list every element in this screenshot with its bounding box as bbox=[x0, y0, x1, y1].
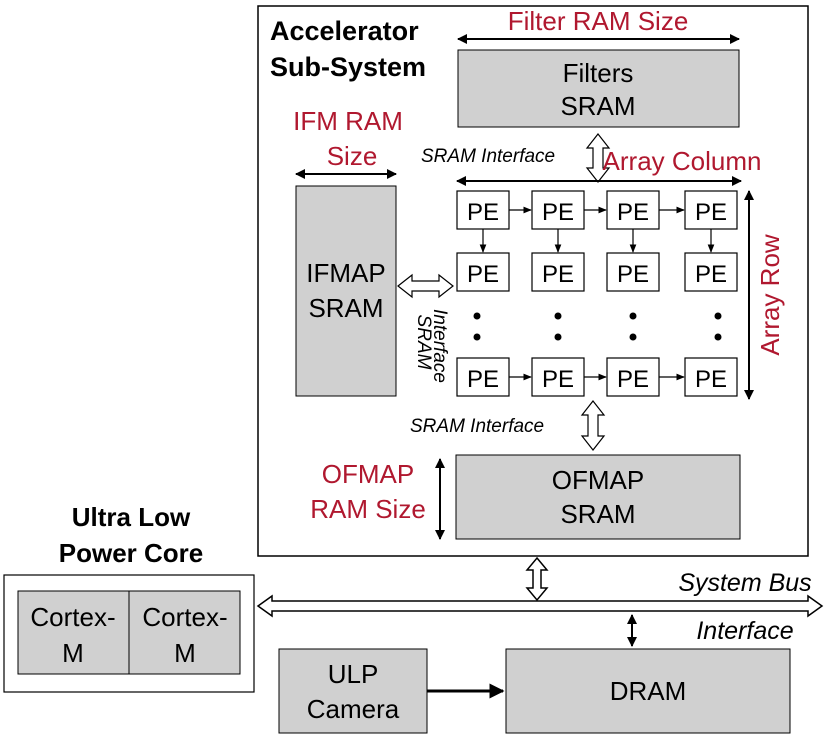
accelerator-title-line1: Accelerator bbox=[270, 16, 419, 46]
pe-label: PE bbox=[467, 366, 499, 393]
pe-label: PE bbox=[542, 199, 574, 226]
ifm-ram-size-line1: IFM RAM bbox=[293, 106, 403, 136]
sram-interface-bottom-arrow bbox=[580, 400, 606, 451]
pe-ellipsis bbox=[473, 312, 722, 341]
pe-label: PE bbox=[617, 199, 649, 226]
pe-label: PE bbox=[695, 366, 727, 393]
pe-cell bbox=[456, 252, 510, 292]
pe-cell bbox=[684, 357, 738, 397]
accelerator-title-line2: Sub-System bbox=[270, 52, 426, 82]
cortex-m-2-line2: M bbox=[174, 638, 196, 668]
pe-cell bbox=[684, 190, 738, 230]
accelerator-bus-arrow bbox=[525, 556, 549, 602]
ulp-camera-line1: ULP bbox=[328, 659, 379, 689]
sram-interface-side-arrow bbox=[397, 273, 454, 299]
pe-label: PE bbox=[467, 261, 499, 288]
pe-label: PE bbox=[467, 199, 499, 226]
sram-interface-side-line1: SRAM bbox=[413, 315, 434, 370]
array-row-label: Array Row bbox=[755, 234, 785, 356]
system-bus-label-line2: Interface bbox=[696, 617, 793, 645]
pe-label: PE bbox=[542, 261, 574, 288]
cortex-m-block-2 bbox=[128, 590, 241, 675]
pe-cell bbox=[531, 252, 585, 292]
sram-interface-top-label: SRAM Interface bbox=[421, 146, 555, 167]
ofmap-sram-line1: OFMAP bbox=[552, 465, 644, 495]
pe-cell bbox=[456, 357, 510, 397]
pe-cell bbox=[606, 357, 660, 397]
ifm-ram-size-line2: Size bbox=[327, 141, 378, 171]
dram-label: DRAM bbox=[610, 676, 687, 706]
pe-row-1: PE PE PE PE bbox=[456, 190, 738, 230]
pe-label: PE bbox=[695, 261, 727, 288]
ofmap-ram-size-line2: RAM Size bbox=[310, 494, 426, 524]
pe-row-last: PE PE PE PE bbox=[456, 357, 738, 397]
pe-cell bbox=[531, 357, 585, 397]
filter-ram-size-label: Filter RAM Size bbox=[508, 6, 689, 36]
pe-label: PE bbox=[617, 261, 649, 288]
ulp-core-title-line1: Ultra Low bbox=[72, 502, 191, 532]
system-bus-arrow bbox=[256, 594, 824, 618]
ulp-camera-block bbox=[278, 648, 428, 734]
accelerator-subsystem-box bbox=[257, 5, 809, 557]
ofmap-sram-line2: SRAM bbox=[560, 499, 635, 529]
pe-cell bbox=[684, 252, 738, 292]
pe-cell bbox=[606, 252, 660, 292]
pe-row-2: PE PE PE PE bbox=[456, 252, 738, 292]
cortex-m-block-1 bbox=[17, 590, 130, 675]
ifmap-sram-line2: SRAM bbox=[308, 293, 383, 323]
filters-sram-line2: SRAM bbox=[560, 91, 635, 121]
ifmap-sram-line1: IFMAP bbox=[306, 258, 385, 288]
ofmap-sram-block bbox=[455, 454, 741, 540]
array-column-label: Array Column bbox=[603, 146, 762, 176]
cortex-m-2-line1: Cortex- bbox=[142, 602, 227, 632]
ulp-camera-line2: Camera bbox=[307, 694, 400, 724]
sram-interface-bottom-label: SRAM Interface bbox=[410, 416, 544, 437]
ulp-core-title-line2: Power Core bbox=[59, 538, 204, 568]
dram-block bbox=[505, 648, 791, 734]
ulp-core-box bbox=[3, 574, 255, 693]
filters-sram-line1: Filters bbox=[563, 58, 634, 88]
cortex-m-1-line1: Cortex- bbox=[30, 602, 115, 632]
pe-label: PE bbox=[695, 199, 727, 226]
pe-label: PE bbox=[542, 366, 574, 393]
sram-interface-side-line2: Interface bbox=[429, 309, 450, 383]
filters-sram-block bbox=[457, 49, 740, 128]
ifmap-sram-block bbox=[295, 185, 397, 397]
ofmap-ram-size-line1: OFMAP bbox=[322, 459, 414, 489]
cortex-m-1-line2: M bbox=[62, 638, 84, 668]
pe-label: PE bbox=[617, 366, 649, 393]
system-bus-label-line1: System Bus bbox=[678, 569, 811, 597]
